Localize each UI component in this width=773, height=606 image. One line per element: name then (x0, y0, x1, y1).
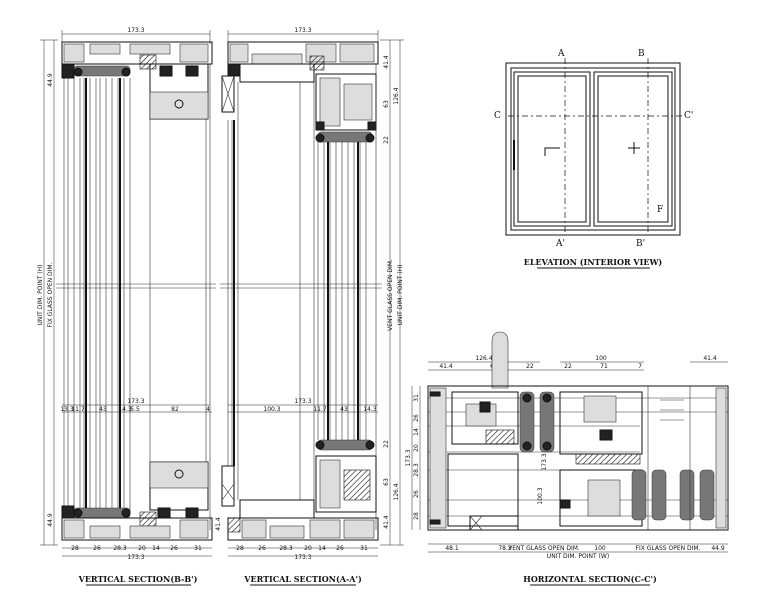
cc-bot-3: 100 (594, 545, 606, 552)
horizontal-section-cc: 126.4 100 41.4 41.4 63 22 22 71 7 31 26 … (405, 331, 729, 586)
aa-mid-2: 11.7 (313, 406, 327, 413)
cc-l-4: 20 (413, 444, 420, 452)
bb-bot-4: 20 (138, 545, 146, 552)
aa-bot-3: 28.3 (279, 545, 293, 552)
cc-bot-2: 78.3 (498, 545, 512, 552)
aa-bot-2: 26 (258, 545, 266, 552)
bb-top-dim: 173.3 (127, 27, 144, 34)
aa-rb-4: 41.4 (383, 515, 390, 529)
elevation-marker-a-prime: A' (555, 239, 565, 249)
cc-r2-4: 22 (564, 363, 572, 370)
cc-l-6: 26 (413, 490, 420, 498)
bb-bot-1: 28 (71, 545, 79, 552)
cc-vent-label: VENT GLASS OPEN DIM. (508, 545, 580, 552)
aa-mid-1: 100.3 (263, 406, 280, 413)
elevation-marker-c: C (494, 111, 501, 121)
bb-mid-3: 43 (99, 406, 107, 413)
elevation-view: A A' B B' C C' F ELEVATION (INTERIOR VIE… (494, 49, 693, 269)
elevation-marker-b-prime: B' (636, 239, 645, 249)
aa-bot-total: 173.3 (294, 554, 311, 561)
elevation-marker-a: A (557, 49, 565, 59)
cc-top-a: 126.4 (475, 355, 492, 362)
bb-mid-1: 13.3 (60, 406, 74, 413)
bb-bot-6: 26 (170, 545, 178, 552)
horizontal-section-cc-title: HORIZONTAL SECTION(C-C') (523, 574, 657, 584)
cc-fix-label: FIX GLASS OPEN DIM. (636, 545, 701, 552)
aa-mid-4: 14.3 (363, 406, 377, 413)
bb-mid-2: 11.7 (71, 406, 85, 413)
cc-l-2: 26 (413, 414, 420, 422)
aa-rt-2: 63 (383, 100, 390, 108)
elevation-marker-b: B (638, 49, 645, 59)
aa-rb-1: 22 (383, 440, 390, 448)
vertical-section-bb: 173.3 44.9 44.9 UNIT DIM. POINT (H) FIX … (37, 27, 216, 586)
bb-fix-glass-label: FIX GLASS OPEN DIM. (47, 262, 54, 327)
bb-mid-7: 4 (206, 406, 210, 413)
cc-bot-4: 44.9 (711, 545, 725, 552)
cc-left-total: 173.3 (405, 449, 412, 466)
bb-bot-3: 28.3 (113, 545, 127, 552)
cc-l-1: 31 (413, 394, 420, 402)
bb-mid-4: 14.3 (118, 406, 132, 413)
cc-r2-6: 7 (638, 363, 642, 370)
bb-bot-7: 31 (194, 545, 202, 552)
bb-bot-2: 26 (93, 545, 101, 552)
bb-left-top-dim: 44.9 (47, 73, 54, 87)
handle-icon (491, 331, 509, 389)
cc-l-7: 28 (413, 512, 420, 520)
cc-top-b: 100 (595, 355, 607, 362)
vertical-section-aa-title: VERTICAL SECTION(A-A') (243, 574, 362, 584)
bb-unit-dim-label: UNIT DIM. POINT (H) (37, 265, 44, 326)
cc-top-c: 41.4 (703, 355, 717, 362)
bb-mid-6: 82 (171, 406, 179, 413)
cc-r2-3: 22 (526, 363, 534, 370)
aa-bot-4: 20 (304, 545, 312, 552)
elevation-marker-f: F (657, 205, 663, 215)
aa-vent-glass-label: VENT GLASS OPEN DIM. (387, 259, 394, 331)
cc-r2-5: 71 (600, 363, 608, 370)
aa-mid-3: 43 (340, 406, 348, 413)
elevation-title: ELEVATION (INTERIOR VIEW) (524, 257, 663, 267)
cc-l-5: 28.3 (413, 463, 420, 477)
aa-bot-7: 31 (360, 545, 368, 552)
aa-unit-dim-label: UNIT DIM. POINT (H) (397, 265, 404, 326)
cc-unit-label: UNIT DIM. POINT (W) (547, 553, 609, 560)
aa-mid-dim: 173.3 (294, 398, 311, 405)
bb-left-bottom-dim: 44.9 (47, 513, 54, 527)
aa-top-dim: 173.3 (294, 27, 311, 34)
aa-rt-3: 126.4 (393, 87, 400, 104)
aa-bot-5: 14 (318, 545, 326, 552)
aa-left-bottom-dim: 41.4 (215, 517, 222, 531)
bb-bot-5: 14 (152, 545, 160, 552)
sliding-arrow-icon (544, 147, 560, 156)
vertical-section-bb-title: VERTICAL SECTION(B-B') (78, 574, 198, 584)
cc-bot-1: 48.1 (445, 545, 459, 552)
bb-mid-5: 5.5 (130, 406, 140, 413)
vertical-section-aa: 173.3 41.4 63 126.4 22 22 63 126.4 41.4 … (215, 27, 404, 586)
elevation-marker-c-prime: C' (684, 111, 693, 121)
cc-mid-v2: 100.3 (537, 487, 544, 504)
cc-l-3: 14 (413, 428, 420, 436)
aa-bot-6: 26 (336, 545, 344, 552)
aa-rt-1: 41.4 (383, 55, 390, 69)
cc-mid-v: 173.3 (541, 453, 548, 470)
aa-rt-4: 22 (383, 136, 390, 144)
bb-bot-total: 173.3 (127, 554, 144, 561)
cc-r2-1: 41.4 (439, 363, 453, 370)
aa-rb-2: 63 (383, 478, 390, 486)
bb-mid-dim: 173.3 (127, 398, 144, 405)
aa-bot-1: 28 (236, 545, 244, 552)
aa-rb-3: 126.4 (393, 483, 400, 500)
